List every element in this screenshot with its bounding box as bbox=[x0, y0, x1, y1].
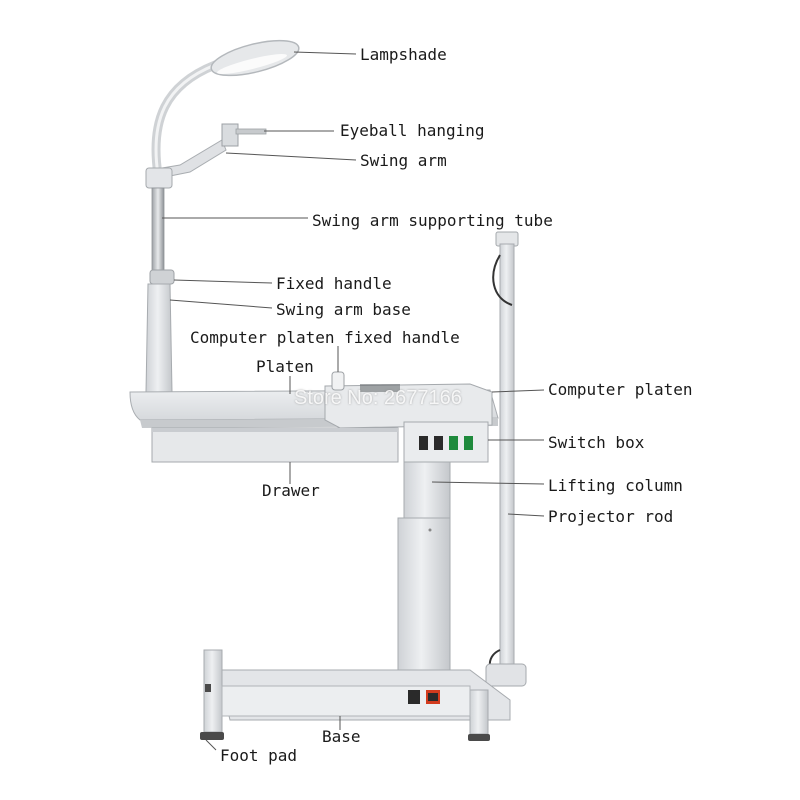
fixed-handle-shape bbox=[149, 269, 175, 285]
foot-pad-right bbox=[468, 734, 490, 741]
leader-fixed-handle bbox=[173, 279, 273, 284]
projector-rod-shape bbox=[499, 243, 515, 665]
drawer-shape bbox=[151, 427, 399, 463]
label-base: Base bbox=[322, 727, 361, 746]
label-computer-platen-fixed-handle: Computer platen fixed handle bbox=[190, 328, 460, 347]
lampshade-light bbox=[217, 54, 287, 74]
eyeball-hanging-pin bbox=[235, 128, 267, 135]
label-swing-arm-supporting-tube: Swing arm supporting tube bbox=[312, 211, 553, 230]
supporting-tube-shape bbox=[151, 187, 165, 271]
drawer-front-line bbox=[152, 428, 398, 432]
label-lampshade: Lampshade bbox=[360, 45, 447, 64]
computer-platen-shape bbox=[324, 383, 493, 429]
leader-lines bbox=[162, 51, 545, 751]
label-lifting-column: Lifting column bbox=[548, 476, 683, 495]
switch-icon bbox=[419, 436, 473, 450]
label-projector-rod: Projector rod bbox=[548, 507, 674, 526]
platen-grip bbox=[360, 384, 400, 392]
store-watermark: Store No: 2677166 bbox=[294, 387, 462, 409]
label-swing-arm-base: Swing arm base bbox=[276, 300, 411, 319]
label-platen: Platen bbox=[256, 357, 314, 376]
leader-lifting-column bbox=[431, 481, 545, 485]
swing-arm-collar bbox=[145, 167, 173, 189]
leader-foot-pad bbox=[205, 739, 217, 751]
lifting-column-lower bbox=[397, 517, 451, 687]
label-eyeball-hanging: Eyeball hanging bbox=[340, 121, 485, 140]
label-computer-platen: Computer platen bbox=[548, 380, 693, 399]
leader-swing-arm bbox=[225, 152, 357, 161]
leader-swing-arm-base bbox=[169, 299, 273, 309]
lamp-gooseneck-highlight bbox=[154, 63, 217, 177]
lampshade-shape bbox=[210, 39, 300, 77]
label-fixed-handle: Fixed handle bbox=[276, 274, 392, 293]
label-foot-pad: Foot pad bbox=[220, 746, 298, 765]
leader-lampshade bbox=[293, 51, 357, 55]
power-plug-icon bbox=[408, 690, 440, 704]
column-mark bbox=[428, 528, 432, 532]
leader-projector-rod bbox=[507, 513, 545, 517]
switch-box-shape bbox=[403, 421, 489, 463]
lifting-column-upper bbox=[403, 461, 451, 519]
projector-rod-foot bbox=[485, 663, 527, 687]
foot-pad-back bbox=[205, 684, 211, 692]
projector-cable bbox=[492, 254, 513, 306]
label-drawer: Drawer bbox=[262, 481, 320, 500]
label-switch-box: Switch box bbox=[548, 433, 645, 452]
swing-arm-base-shape bbox=[145, 283, 173, 393]
eyeball-hanging-shape bbox=[221, 123, 239, 147]
leader-computer-platen bbox=[491, 389, 545, 393]
foot-pad-left bbox=[200, 732, 224, 740]
label-swing-arm: Swing arm bbox=[360, 151, 447, 170]
base-right-leg bbox=[469, 689, 489, 735]
